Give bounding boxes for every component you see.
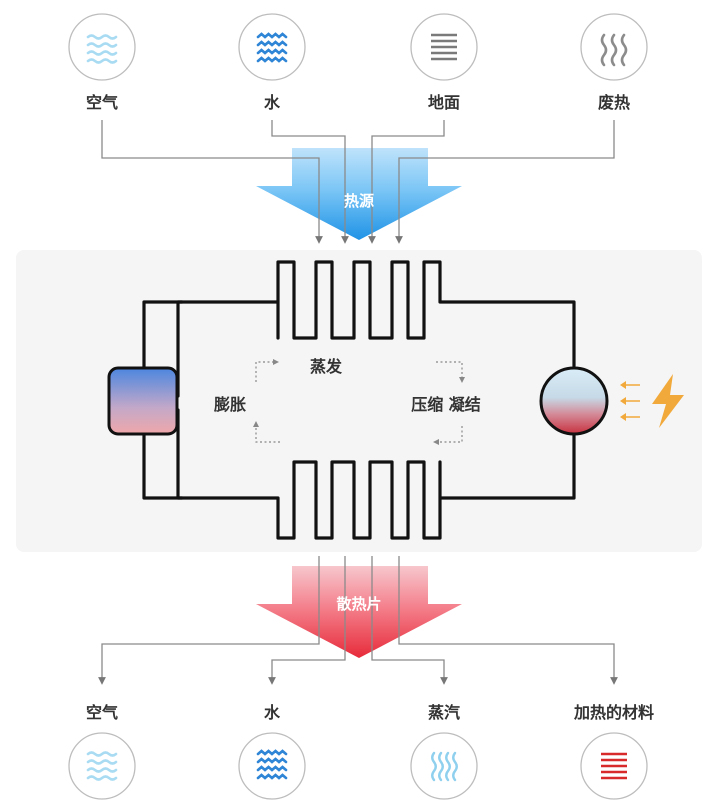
source-water-label: 水	[264, 93, 281, 112]
water-wave-icon	[256, 32, 288, 63]
power-input-arrows	[620, 381, 640, 421]
source-waste-heat-label: 废热	[598, 93, 630, 112]
source-air: 空气	[68, 13, 136, 112]
ground-lines-icon	[431, 33, 457, 61]
sink-water: 水	[238, 703, 306, 800]
refrigerant-loop	[142, 260, 576, 540]
source-ground: 地面	[410, 13, 478, 112]
sink-air: 空气	[68, 703, 136, 800]
sink-heated-material-label: 加热的材料	[573, 703, 654, 722]
source-wires	[101, 120, 615, 244]
air-wave-icon	[86, 751, 118, 781]
waste-heat-icon	[600, 33, 628, 67]
compressor	[539, 366, 609, 436]
source-air-label: 空气	[86, 93, 118, 112]
heat-sink-label: 散热片	[336, 595, 381, 613]
sink-wires	[98, 556, 618, 685]
source-ground-label: 地面	[428, 93, 460, 112]
sink-steam-label: 蒸汽	[428, 703, 460, 722]
expansion-label: 膨胀	[214, 395, 246, 414]
steam-icon	[431, 751, 458, 782]
heated-material-icon	[601, 752, 627, 780]
heat-sink-arrow	[256, 566, 462, 658]
sink-water-label: 水	[264, 703, 281, 722]
sink-air-label: 空气	[86, 703, 118, 722]
evaporation-label: 蒸发	[310, 357, 343, 376]
compression-condensation-label: 压缩 凝结	[411, 395, 481, 414]
source-water: 水	[238, 13, 306, 112]
heat-source-label: 热源	[344, 192, 374, 210]
expansion-valve	[107, 366, 179, 436]
cycle-flow-arrows	[253, 359, 465, 445]
sink-steam: 蒸汽	[410, 703, 478, 800]
lightning-icon	[652, 374, 684, 428]
sink-heated-material: 加热的材料	[573, 703, 654, 800]
air-wave-icon	[86, 34, 118, 64]
source-waste-heat: 废热	[580, 13, 648, 112]
heat-source-arrow	[256, 148, 462, 240]
cycle-panel	[16, 250, 702, 552]
water-wave-icon	[256, 749, 288, 780]
